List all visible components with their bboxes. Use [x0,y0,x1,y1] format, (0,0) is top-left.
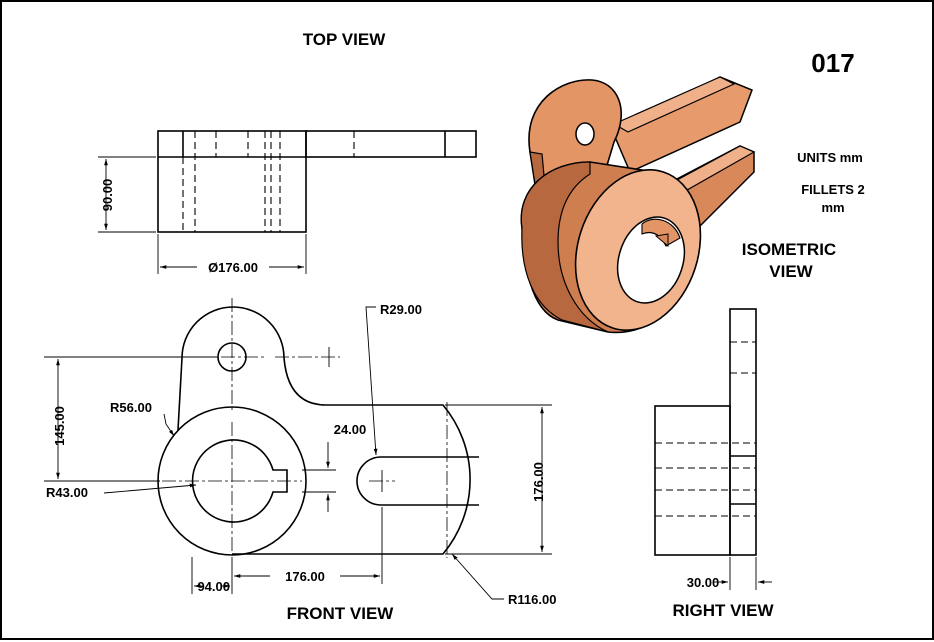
top-view: 90.00 Ø176.00 TOP VIEW [98,30,477,275]
fillets-note-line2: mm [821,200,844,215]
dim-176-vertical: 176.00 [531,462,546,502]
dim-30: 30.00 [687,575,720,590]
isometric-view-title-line1: ISOMETRIC [742,240,836,259]
notes: 017 UNITS mm FILLETS 2 mm ISOMETRIC VIEW [742,48,865,281]
right-view: 30.00 RIGHT VIEW [654,308,774,620]
units-note: UNITS mm [797,150,863,165]
dim-r29: R29.00 [380,302,422,317]
dim-94: 94.00 [197,579,230,594]
top-view-title: TOP VIEW [303,30,386,49]
fillets-note-line1: FILLETS 2 [801,182,865,197]
dim-24: 24.00 [334,422,367,437]
dim-r116: R116.00 [508,592,556,607]
dim-top-height: 90.00 [100,179,115,212]
isometric-view [520,76,756,334]
dim-176-horizontal: 176.00 [285,569,325,584]
sheet-number: 017 [811,48,854,78]
front-view: 145.00 176.00 24.00 94.00 176.00 R29.00 … [44,298,556,623]
dim-top-diameter: Ø176.00 [208,260,258,275]
isometric-view-title-line2: VIEW [769,262,813,281]
dim-145: 145.00 [52,406,67,446]
dim-r43: R43.00 [46,485,88,500]
dim-r56: R56.00 [110,400,152,415]
right-view-title: RIGHT VIEW [672,601,774,620]
front-view-title: FRONT VIEW [287,604,395,623]
